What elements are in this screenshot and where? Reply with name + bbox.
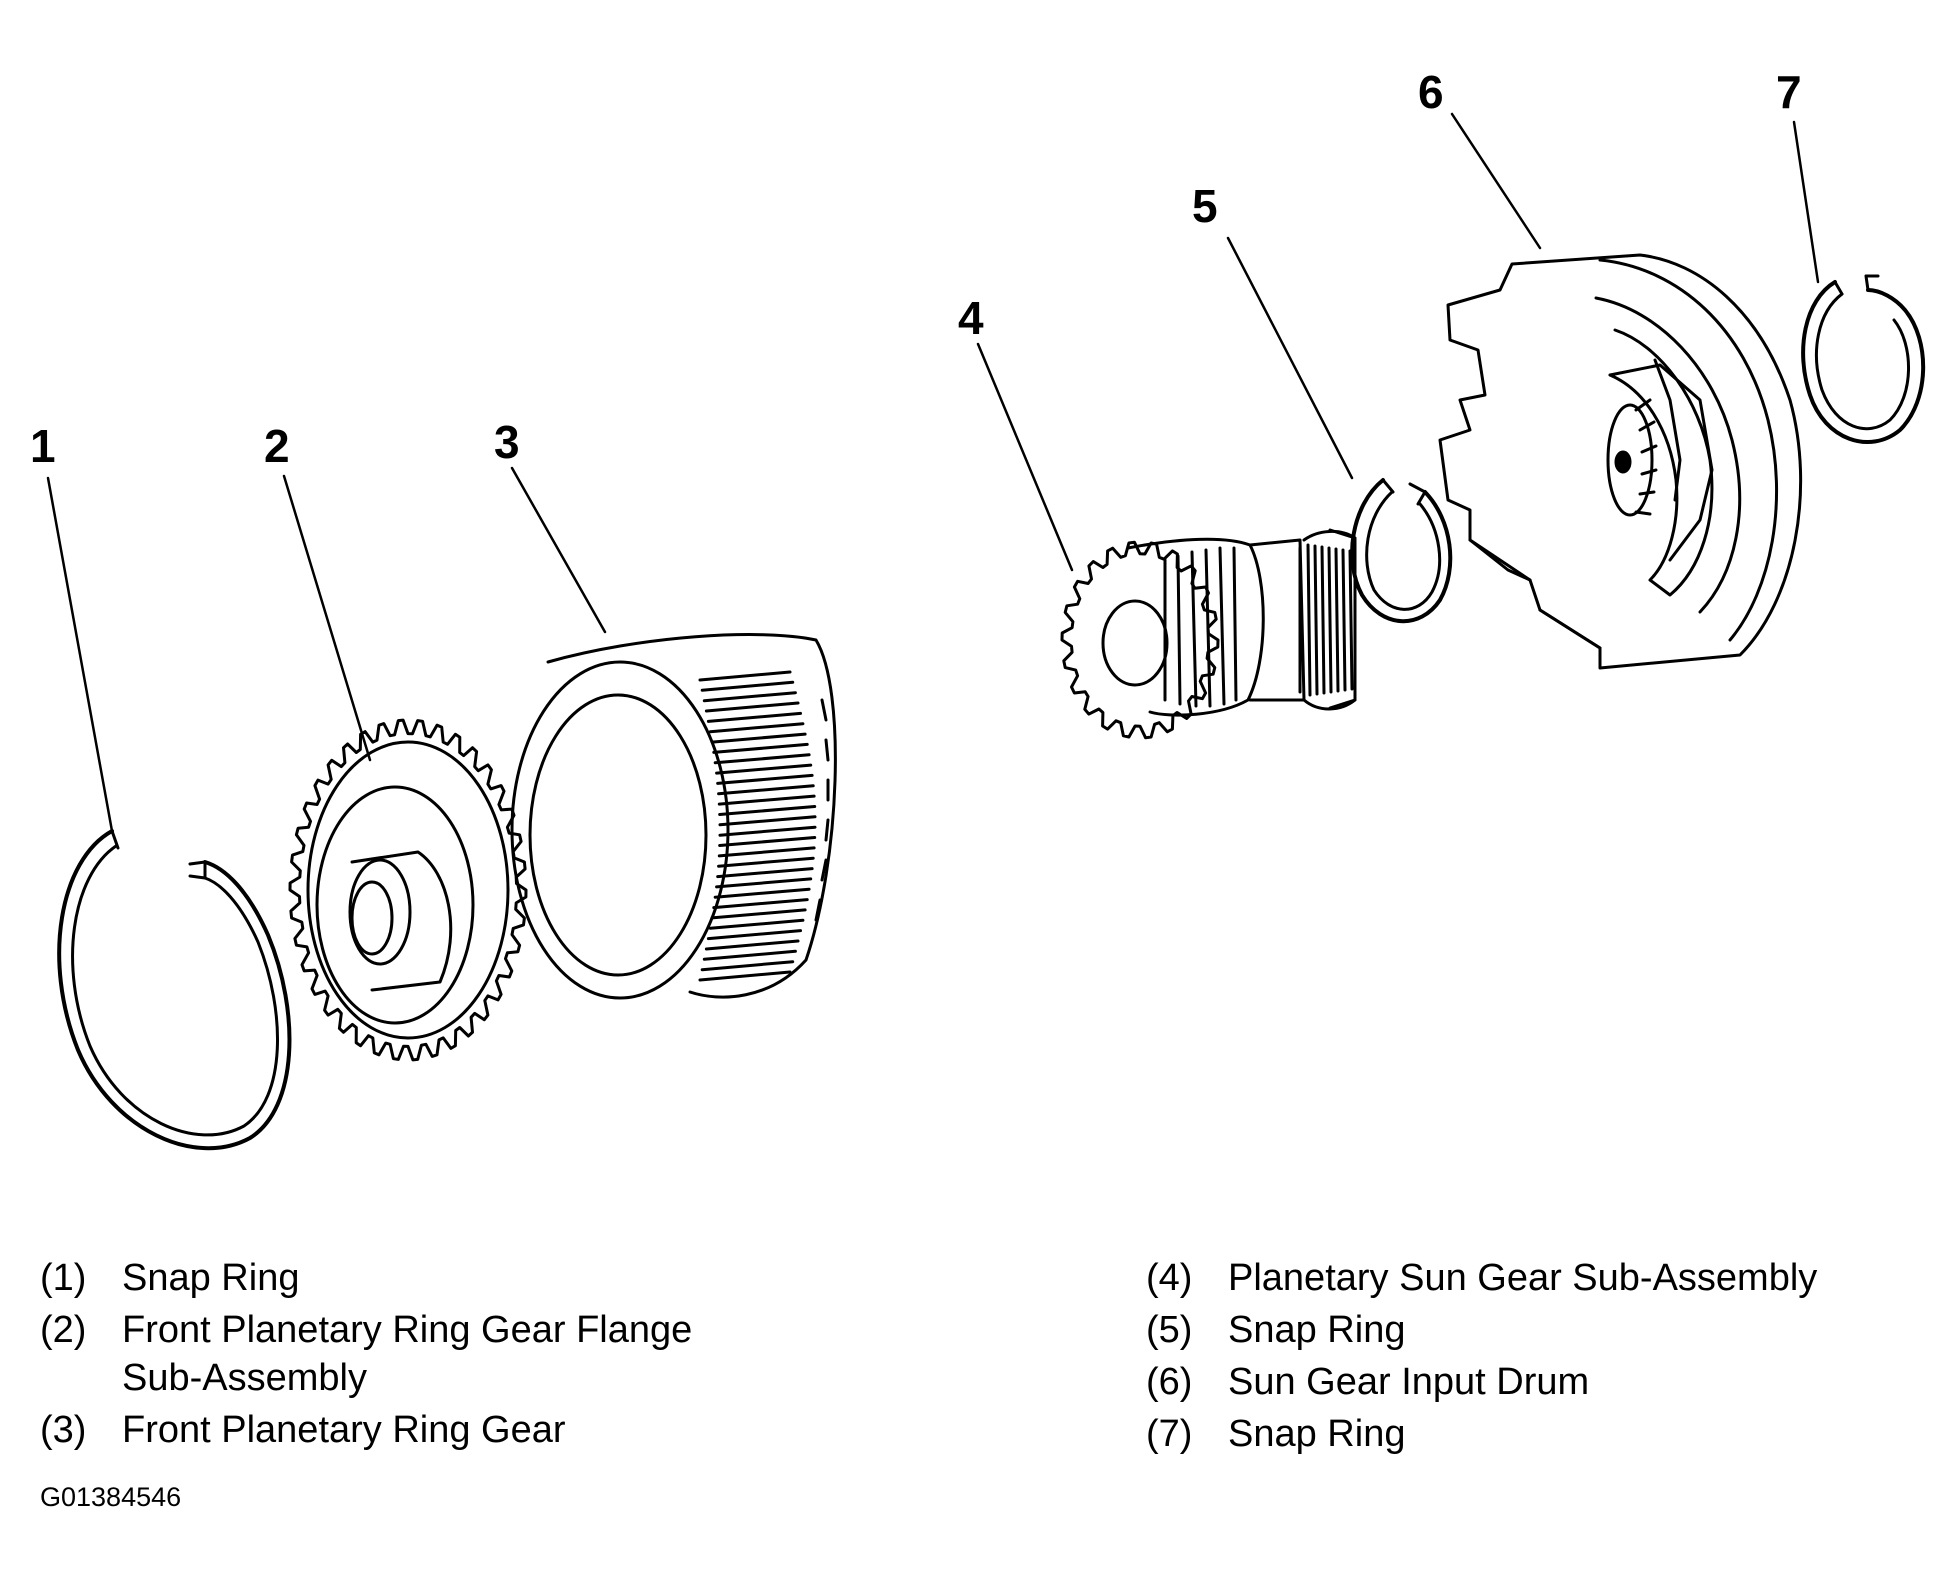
callout-3: 3 bbox=[494, 416, 520, 468]
legend-item: (4) Planetary Sun Gear Sub-Assembly bbox=[1146, 1254, 1926, 1302]
legend-text: Snap Ring bbox=[1228, 1309, 1406, 1351]
spline-line bbox=[704, 951, 795, 959]
spline-line bbox=[720, 827, 815, 835]
spline-line bbox=[714, 744, 807, 752]
spline-line bbox=[715, 889, 809, 897]
part-6-input-drum bbox=[1440, 255, 1801, 668]
spline-line bbox=[708, 713, 800, 721]
part-5-snap-ring bbox=[1352, 480, 1450, 621]
spline-line bbox=[717, 765, 811, 773]
legend-item: (7) Snap Ring bbox=[1146, 1410, 1926, 1458]
legend-text: Front Planetary Ring Gear bbox=[122, 1409, 566, 1451]
part-4-sun-gear bbox=[1062, 530, 1355, 738]
legend-number: (5) bbox=[1146, 1309, 1193, 1351]
spline-line bbox=[719, 786, 814, 794]
spline-line bbox=[718, 869, 812, 877]
legend-number: (2) bbox=[40, 1309, 87, 1351]
legend-number: (7) bbox=[1146, 1413, 1193, 1455]
spline-line bbox=[720, 817, 815, 825]
spline-line bbox=[714, 900, 807, 908]
exploded-parts-diagram: 1 2 3 4 5 6 7 bbox=[30, 66, 1953, 1230]
part-2-ring-gear-flange bbox=[290, 720, 526, 1060]
legend-text: Front Planetary Ring Gear Flange Sub-Ass… bbox=[122, 1309, 693, 1399]
callout-7: 7 bbox=[1776, 66, 1802, 118]
spline-line bbox=[700, 672, 790, 680]
legend-item: (2) Front Planetary Ring Gear Flange Sub… bbox=[40, 1306, 900, 1402]
legend-number: (4) bbox=[1146, 1257, 1193, 1299]
spline-line bbox=[706, 703, 798, 711]
legend-number: (1) bbox=[40, 1257, 87, 1299]
spline-line bbox=[712, 734, 805, 742]
shaft-spline-line bbox=[1308, 545, 1310, 695]
spline-line bbox=[706, 941, 798, 949]
spline-line bbox=[719, 858, 814, 866]
legend-number: (6) bbox=[1146, 1361, 1193, 1403]
legend-text: Snap Ring bbox=[1228, 1413, 1406, 1455]
legend-left: (1) Snap Ring (2) Front Planetary Ring G… bbox=[40, 1254, 900, 1458]
shaft-spline-line bbox=[1350, 551, 1352, 689]
shaft-spline-line bbox=[1343, 550, 1345, 690]
spline-line bbox=[720, 838, 815, 846]
leader-lines bbox=[48, 114, 1818, 831]
spline-line bbox=[702, 682, 793, 690]
callout-6: 6 bbox=[1418, 66, 1444, 118]
shaft-spline-line bbox=[1322, 547, 1324, 693]
spline-line bbox=[715, 755, 809, 763]
spline-line bbox=[700, 972, 790, 980]
spline-line bbox=[717, 879, 811, 887]
spline-line bbox=[708, 931, 800, 939]
legend-item: (6) Sun Gear Input Drum bbox=[1146, 1358, 1926, 1406]
callout-1: 1 bbox=[30, 420, 56, 472]
spline-line bbox=[719, 796, 814, 804]
callout-2: 2 bbox=[264, 420, 290, 472]
legend-text: Snap Ring bbox=[122, 1257, 300, 1299]
figure-id: G01384546 bbox=[40, 1482, 182, 1512]
legend-right: (4) Planetary Sun Gear Sub-Assembly (5) … bbox=[1146, 1254, 1926, 1462]
legend-text: Sun Gear Input Drum bbox=[1228, 1361, 1590, 1403]
shaft-spline-line bbox=[1329, 548, 1331, 692]
legend-text: Planetary Sun Gear Sub-Assembly bbox=[1228, 1257, 1818, 1299]
shaft-spline-line bbox=[1315, 546, 1317, 694]
spline-line bbox=[718, 775, 812, 783]
legend-item: (3) Front Planetary Ring Gear bbox=[40, 1406, 900, 1454]
legend-item: (1) Snap Ring bbox=[40, 1254, 900, 1302]
legend-item: (5) Snap Ring bbox=[1146, 1306, 1926, 1354]
legend-number: (3) bbox=[40, 1409, 87, 1451]
spline-line bbox=[702, 962, 793, 970]
spline-line bbox=[710, 724, 803, 732]
callout-4: 4 bbox=[958, 292, 984, 344]
part-1-snap-ring bbox=[59, 831, 289, 1148]
shaft-spline-line bbox=[1336, 549, 1338, 691]
spline-line bbox=[710, 920, 803, 928]
callout-5: 5 bbox=[1192, 180, 1218, 232]
part-3-ring-gear bbox=[512, 635, 835, 998]
spline-line bbox=[720, 807, 815, 815]
part-7-snap-ring bbox=[1803, 276, 1923, 442]
spline-line bbox=[712, 910, 805, 918]
spline-line bbox=[719, 848, 814, 856]
spline-line bbox=[704, 693, 795, 701]
